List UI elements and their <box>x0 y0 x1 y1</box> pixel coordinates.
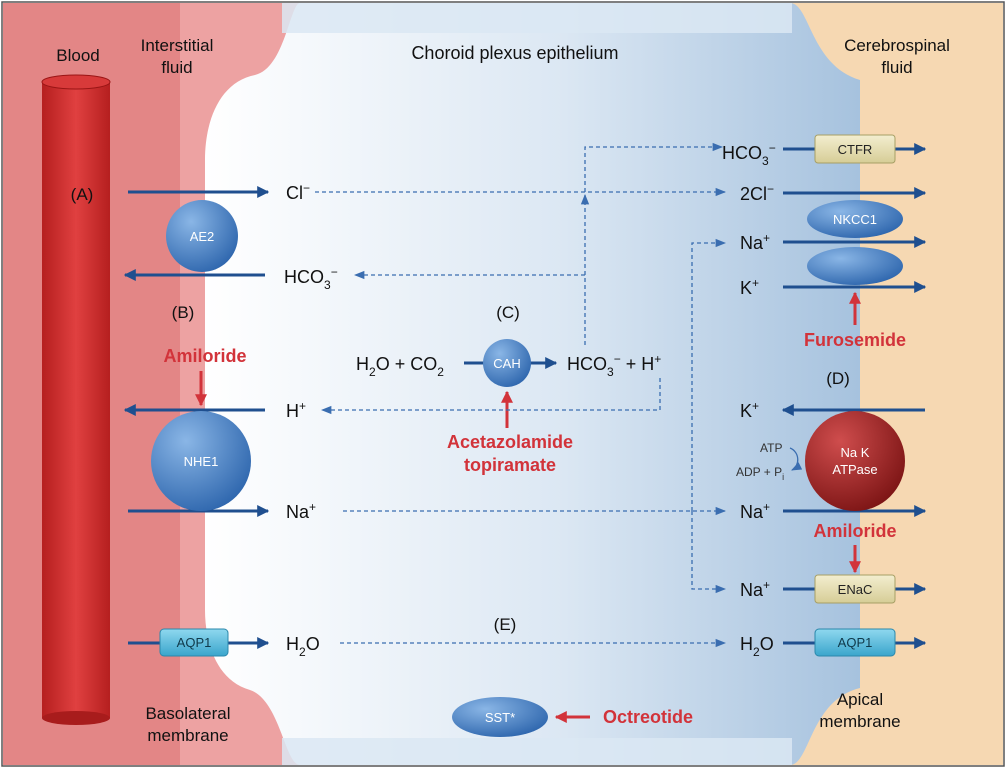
blood-vessel <box>41 74 111 725</box>
label-apical-1: Apical <box>837 690 883 709</box>
aqp1-right-channel: AQP1 <box>814 628 896 657</box>
epithelium-top-band <box>282 3 792 33</box>
flow-na-enac <box>691 511 727 594</box>
svg-text:AQP1: AQP1 <box>177 635 212 650</box>
marker-b: (B) <box>172 303 195 322</box>
ae2-exchanger: AE2 <box>166 200 238 272</box>
ion-na-right-1: Na+ <box>740 231 770 253</box>
svg-text:AE2: AE2 <box>190 229 215 244</box>
sst-receptor: SST* <box>452 697 548 737</box>
cftr-channel: CTFR <box>814 134 896 164</box>
label-interstitial-1: Interstitial <box>141 36 214 55</box>
label-basolateral-1: Basolateral <box>145 704 230 723</box>
svg-text:SST*: SST* <box>485 710 515 725</box>
nak-atpase-pump: Na K ATPase <box>805 411 905 511</box>
label-interstitial-2: fluid <box>161 58 192 77</box>
epithelial-cell <box>205 3 860 765</box>
marker-e: (E) <box>494 615 517 634</box>
flow-hco3-apical <box>584 142 724 192</box>
ion-h2o-right: H2O <box>740 634 774 659</box>
label-csf-2: fluid <box>881 58 912 77</box>
nkcc1-cotransporter: NKCC1 <box>807 200 903 285</box>
atp-hydrolysis-arrow <box>789 447 803 471</box>
label-atp: ATP <box>760 441 782 455</box>
label-apical-2: membrane <box>819 712 900 731</box>
ion-hco3-h: HCO3− + H+ <box>567 352 661 379</box>
flow-na-nkcc1 <box>691 238 727 511</box>
svg-text:AQP1: AQP1 <box>838 635 873 650</box>
svg-text:ATPase: ATPase <box>832 462 877 477</box>
svg-text:NKCC1: NKCC1 <box>833 212 877 227</box>
label-blood: Blood <box>56 46 99 65</box>
label-adp: ADP + Pi <box>736 465 784 482</box>
ion-k-right-1: K+ <box>740 276 759 298</box>
marker-c: (C) <box>496 303 520 322</box>
enac-channel: ENaC <box>814 574 896 604</box>
drug-acetazolamide: Acetazolamide <box>447 432 573 452</box>
ion-hco3-left: HCO3− <box>284 265 338 292</box>
ion-hco3-right: HCO3− <box>722 141 776 168</box>
svg-text:CAH: CAH <box>493 356 520 371</box>
svg-text:CTFR: CTFR <box>838 142 873 157</box>
label-basolateral-2: membrane <box>147 726 228 745</box>
drug-furosemide: Furosemide <box>804 330 906 350</box>
svg-text:Na K: Na K <box>841 445 870 460</box>
ion-h2o-left: H2O <box>286 634 320 659</box>
ion-2cl-right: 2Cl− <box>740 182 774 204</box>
ion-h2o-co2: H2O + CO2 <box>356 354 444 379</box>
ion-na-right-3: Na+ <box>740 578 770 600</box>
label-epithelium: Choroid plexus epithelium <box>411 43 618 63</box>
drug-octreotide: Octreotide <box>603 707 693 727</box>
aqp1-left-channel: AQP1 <box>159 628 229 657</box>
drug-amiloride-right: Amiloride <box>813 521 896 541</box>
epithelium-bottom-band <box>282 738 792 765</box>
ion-na-left: Na+ <box>286 500 316 522</box>
ion-k-right-2: K+ <box>740 399 759 421</box>
svg-text:NHE1: NHE1 <box>184 454 219 469</box>
nhe1-exchanger: NHE1 <box>151 411 251 511</box>
ion-na-right-2: Na+ <box>740 500 770 522</box>
drug-topiramate: topiramate <box>464 455 556 475</box>
svg-text:ENaC: ENaC <box>838 582 873 597</box>
cah-enzyme: CAH <box>483 339 531 387</box>
ion-cl-left: Cl− <box>286 181 310 203</box>
marker-a: (A) <box>71 185 94 204</box>
marker-d: (D) <box>826 369 850 388</box>
ion-h-left: H+ <box>286 399 306 421</box>
label-csf-1: Cerebrospinal <box>844 36 950 55</box>
drug-amiloride-left: Amiloride <box>163 346 246 366</box>
flow-h <box>320 378 661 415</box>
